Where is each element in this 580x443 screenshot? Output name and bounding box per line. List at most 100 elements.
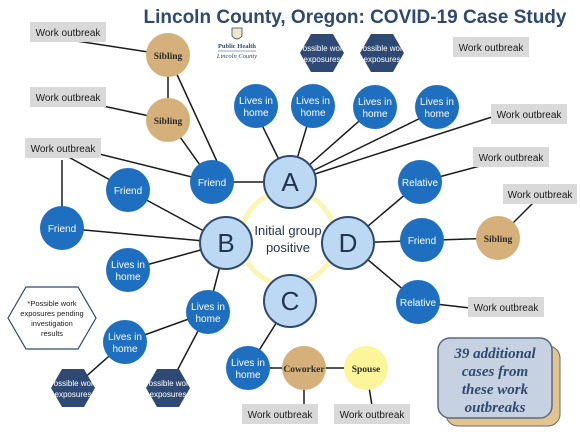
box-work-outbreak: Work outbreak (242, 404, 318, 424)
box-work-outbreak: Work outbreak (334, 404, 410, 424)
node-sibling: Sibling (476, 216, 520, 260)
edge (289, 115, 496, 183)
svg-text:Relative: Relative (402, 178, 439, 189)
svg-text:Lives in: Lives in (231, 358, 265, 369)
node-sibling: Sibling (146, 98, 190, 142)
initial-group-label-line1: Initial group (254, 223, 321, 238)
box-work-outbreak: Work outbreak (468, 297, 544, 317)
node-friend: Friend (400, 218, 444, 262)
page-title: Lincoln County, Oregon: COVID-19 Case St… (144, 7, 567, 28)
public-health-logo: Public Health Lincoln County (216, 27, 257, 60)
svg-text:Friend: Friend (114, 186, 142, 197)
svg-text:exposures: exposures (304, 55, 341, 64)
svg-text:home: home (424, 109, 449, 120)
box-work-outbreak: Work outbreak (453, 37, 529, 57)
svg-text:Lives in: Lives in (111, 260, 145, 271)
svg-text:home: home (362, 109, 387, 120)
svg-text:home: home (195, 314, 220, 325)
svg-text:home: home (235, 370, 260, 381)
node-lives-in-home: Lives in home (103, 320, 147, 364)
svg-text:Sibling: Sibling (154, 117, 183, 127)
svg-text:home: home (243, 108, 268, 119)
group-node-a: A (263, 155, 317, 209)
svg-text:Work outbreak: Work outbreak (340, 410, 406, 421)
svg-text:Work outbreak: Work outbreak (36, 28, 102, 39)
svg-text:home: home (300, 108, 325, 119)
callout-additional-cases: 39 additional cases from these work outb… (437, 337, 561, 427)
node-coworker: Coworker (282, 346, 326, 390)
svg-text:39 additional: 39 additional (453, 346, 536, 362)
svg-text:Spouse: Spouse (352, 365, 381, 375)
svg-text:Possible work: Possible work (357, 44, 407, 53)
svg-text:Work outbreak: Work outbreak (479, 153, 545, 164)
svg-text:Sibling: Sibling (484, 235, 513, 245)
svg-text:Possible work: Possible work (297, 44, 347, 53)
node-lives-in-home: Lives in home (415, 85, 459, 129)
initial-group-label-line2: positive (266, 240, 310, 255)
node-lives-in-home: Lives in home (226, 346, 270, 390)
box-work-outbreak: Work outbreak (491, 104, 567, 124)
svg-text:home: home (115, 272, 140, 283)
svg-text:Friend: Friend (408, 236, 436, 247)
svg-text:Relative: Relative (400, 298, 437, 309)
box-work-outbreak: Work outbreak (30, 22, 106, 42)
svg-text:Work outbreak: Work outbreak (497, 110, 563, 121)
node-friend: Friend (190, 160, 234, 204)
svg-text:results: results (41, 329, 63, 338)
node-spouse: Spouse (344, 346, 388, 390)
node-relative: Relative (398, 160, 442, 204)
box-work-outbreak: Work outbreak (503, 184, 577, 204)
svg-text:Work outbreak: Work outbreak (474, 303, 540, 314)
svg-text:Work outbreak: Work outbreak (508, 190, 574, 201)
svg-text:outbreaks: outbreaks (465, 400, 526, 416)
svg-text:Work outbreak: Work outbreak (31, 144, 97, 155)
svg-text:Lives in: Lives in (420, 97, 454, 108)
svg-text:Lives in: Lives in (239, 96, 273, 107)
svg-text:exposures pending: exposures pending (20, 309, 83, 318)
group-label-c: C (281, 286, 300, 316)
svg-text:Possible work: Possible work (48, 379, 98, 388)
group-label-d: D (339, 228, 358, 258)
svg-text:cases from: cases from (462, 364, 528, 380)
svg-text:exposures: exposures (364, 55, 401, 64)
node-lives-in-home: Lives in home (291, 84, 335, 128)
svg-text:Work outbreak: Work outbreak (36, 93, 102, 104)
svg-text:these work: these work (462, 382, 529, 398)
svg-text:Sibling: Sibling (154, 52, 183, 62)
svg-text:exposures: exposures (55, 390, 92, 399)
group-node-d: D (321, 216, 375, 270)
svg-text:home: home (112, 344, 137, 355)
shield-icon (231, 27, 243, 40)
hex-possible-exposures: Possible work exposures (357, 34, 408, 72)
hex-possible-exposures: Possible work exposures (143, 369, 194, 407)
node-friend: Friend (40, 206, 84, 250)
node-lives-in-home: Lives in home (106, 248, 150, 292)
group-label-b: B (217, 228, 234, 258)
logo-line1: Public Health (218, 43, 256, 50)
svg-text:Lives in: Lives in (191, 302, 225, 313)
svg-text:Lives in: Lives in (108, 332, 142, 343)
svg-text:Lives in: Lives in (296, 96, 330, 107)
node-sibling: Sibling (146, 33, 190, 77)
edge (289, 109, 438, 183)
svg-text:Work outbreak: Work outbreak (459, 43, 525, 54)
svg-text:Possible work: Possible work (143, 379, 193, 388)
svg-text:exposures: exposures (150, 390, 187, 399)
svg-text:Coworker: Coworker (283, 365, 325, 375)
node-lives-in-home: Lives in home (353, 85, 397, 129)
node-friend: Friend (106, 168, 150, 212)
hex-possible-exposures: Possible work exposures (48, 369, 99, 407)
svg-text:Friend: Friend (198, 178, 226, 189)
logo-line2: Lincoln County (216, 53, 257, 60)
node-lives-in-home: Lives in home (186, 290, 230, 334)
group-node-c: C (263, 274, 317, 328)
svg-text:Lives in: Lives in (358, 97, 392, 108)
edge (61, 227, 227, 244)
svg-text:Work outbreak: Work outbreak (248, 410, 314, 421)
node-lives-in-home: Lives in home (234, 84, 278, 128)
group-node-b: B (199, 216, 253, 270)
group-label-a: A (281, 167, 299, 197)
box-work-outbreak: Work outbreak (30, 87, 106, 107)
